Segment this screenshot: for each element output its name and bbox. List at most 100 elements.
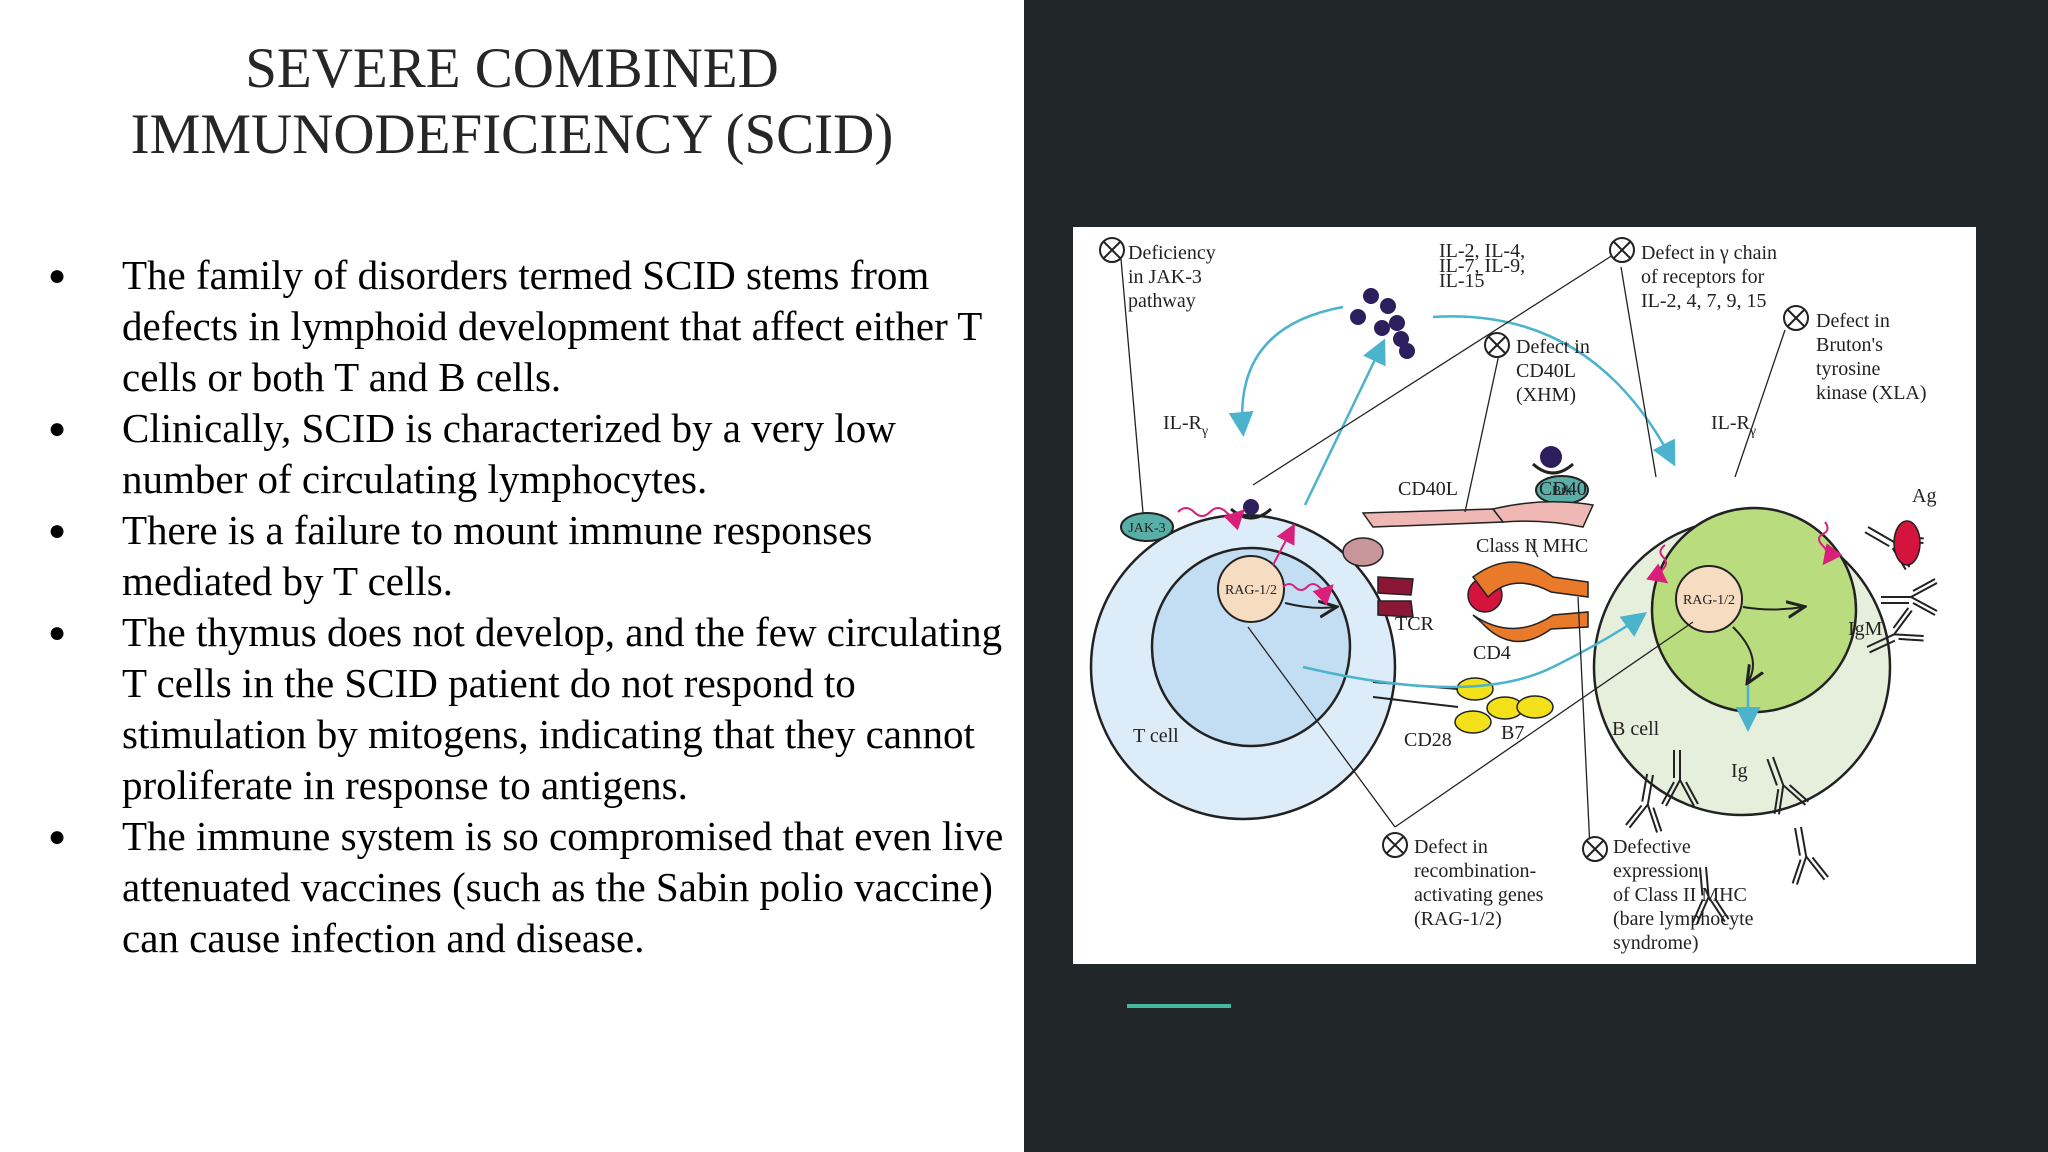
defect-mhc-text: Defective expression of Class II MHC (ba…: [1613, 836, 1754, 954]
defect-jak3-text: Deficiency in JAK-3 pathway: [1128, 242, 1216, 312]
t-cell-rag-circle: [1217, 555, 1285, 623]
tcr-mhc-complex: [1377, 561, 1589, 643]
bullet-text: There is a failure to mount immune respo…: [122, 507, 873, 604]
btk-badge-label: Btk: [1552, 484, 1572, 499]
b-cell-label: B cell: [1612, 718, 1660, 740]
defect-pointer-lines: [1120, 254, 1786, 850]
il-r-right-text: IL-R: [1711, 412, 1751, 434]
defect-text-line: tyrosine: [1816, 358, 1881, 380]
defect-icon: [1382, 832, 1408, 858]
bullet-text: The thymus does not develop, and the few…: [122, 609, 1003, 808]
bullet-item: ● There is a failure to mount immune resp…: [48, 505, 1008, 607]
text-panel: SEVERE COMBINED IMMUNODEFICIENCY (SCID) …: [30, 36, 1008, 964]
jak3-badge-label: JAK-3: [1128, 521, 1165, 536]
defect-text-line: Defective: [1613, 836, 1691, 858]
defect-text-line: recombination-: [1414, 860, 1536, 882]
cytokine-text-line: IL-15: [1439, 270, 1485, 292]
bullet-item: ● The family of disorders termed SCID ste…: [48, 250, 1008, 403]
defect-text-line: syndrome): [1613, 932, 1699, 954]
ig-label: Ig: [1731, 760, 1748, 782]
defect-icon: [1582, 836, 1608, 862]
defect-btk-text: Defect in Bruton's tyrosine kinase (XLA): [1816, 310, 1927, 404]
btk-badge: Btk: [1535, 475, 1589, 505]
defect-cd40l-text: Defect in CD40L (XHM): [1516, 336, 1590, 406]
cytokine-text-line: IL-7, IL-9,: [1439, 255, 1525, 277]
defect-text-line: Bruton's: [1816, 334, 1883, 356]
b-rag-arrow-down: [1732, 626, 1753, 682]
cd40-label: CD40: [1539, 478, 1587, 500]
b-rag-label: RAG-1/2: [1683, 593, 1735, 608]
il-r-left-label: IL-Rγ: [1163, 412, 1208, 439]
antigen-shape: [1893, 520, 1921, 566]
t-cell-nucleus: [1150, 546, 1352, 748]
bullet-text: Clinically, SCID is characterized by a v…: [122, 405, 896, 502]
t-cell-membrane-bulge: [1342, 537, 1384, 567]
wavy-arrows: [1177, 507, 1843, 606]
cd40-shape: [1491, 501, 1595, 528]
b-rag-arrow-right: [1742, 607, 1803, 610]
tcr-label: TCR: [1395, 613, 1435, 635]
il-receptor-right: [1531, 446, 1575, 475]
defect-text-line: Defect in γ chain: [1641, 242, 1777, 264]
defect-text-line: pathway: [1128, 290, 1196, 312]
bullet-text: The immune system is so compromised that…: [122, 813, 1004, 961]
scid-diagram: JAK-3 Btk: [1073, 227, 1976, 964]
defect-text-line: kinase (XLA): [1816, 382, 1927, 404]
cytokine-text-line: IL-2, IL-4,: [1439, 240, 1525, 262]
bullet-item: ● Clinically, SCID is characterized by a …: [48, 403, 1008, 505]
cd4-label: CD4: [1473, 642, 1511, 664]
t-cell-label: T cell: [1133, 725, 1179, 747]
slide-title: SEVERE COMBINED IMMUNODEFICIENCY (SCID): [30, 36, 994, 168]
cd40l-label: CD40L: [1398, 478, 1458, 500]
defect-text-line: CD40L: [1516, 360, 1576, 382]
jak3-badge: JAK-3: [1120, 512, 1174, 542]
signal-arrows: [1228, 305, 1761, 732]
bullet-list: ● The family of disorders termed SCID ste…: [48, 250, 1008, 964]
defect-text-line: of receptors for: [1641, 266, 1765, 288]
defect-text-line: (XHM): [1516, 384, 1576, 406]
il-r-right-sub: γ: [1749, 424, 1756, 439]
accent-underline: [1127, 1004, 1231, 1008]
bullet-icon: ●: [48, 514, 67, 547]
ag-label: Ag: [1912, 485, 1936, 507]
defect-text-line: activating genes: [1414, 884, 1544, 906]
cd40l-shape: [1361, 508, 1505, 528]
defect-text-line: expression: [1613, 860, 1699, 882]
antibody-icon: [1880, 578, 1938, 616]
il-r-left-sub: γ: [1201, 424, 1208, 439]
defect-text-line: (RAG-1/2): [1414, 908, 1502, 930]
b7-ovals: [1454, 677, 1554, 734]
il-r-left-text: IL-R: [1163, 412, 1203, 434]
title-line-1: SEVERE COMBINED: [245, 37, 779, 100]
title-line-2: IMMUNODEFICIENCY (SCID): [130, 103, 894, 166]
b7-label: B7: [1501, 722, 1524, 744]
bullet-icon: ●: [48, 259, 67, 292]
il-r-right-label: IL-Rγ: [1711, 412, 1756, 439]
defect-text-line: Defect in: [1816, 310, 1890, 332]
defect-text-line: Defect in: [1516, 336, 1590, 358]
defect-rag-text: Defect in recombination- activating gene…: [1414, 836, 1544, 930]
b-cell-rag-circle: [1675, 565, 1743, 633]
cd28-label: CD28: [1404, 729, 1452, 751]
defect-text-line: (bare lymphocyte: [1613, 908, 1754, 930]
cytokine-dots: [1350, 288, 1415, 359]
defect-icon: [1484, 332, 1510, 358]
bullet-icon: ●: [48, 820, 67, 853]
bullet-text: The family of disorders termed SCID stem…: [122, 252, 982, 400]
defect-gamma-text: Defect in γ chain of receptors for IL-2,…: [1641, 242, 1777, 312]
igm-label: IgM: [1848, 618, 1883, 640]
t-rag-label: RAG-1/2: [1225, 583, 1277, 598]
defect-text-line: Defect in: [1414, 836, 1488, 858]
bullet-icon: ●: [48, 412, 67, 445]
bullet-icon: ●: [48, 616, 67, 649]
bullet-item: ● The immune system is so compromised tha…: [48, 811, 1008, 964]
cytokine-label: IL-2, IL-4, IL-7, IL-9, IL-15: [1439, 240, 1525, 292]
defect-icon: [1099, 237, 1125, 263]
defect-text-line: of Class II MHC: [1613, 884, 1747, 906]
defect-icon: [1609, 237, 1635, 263]
defect-icon: [1783, 305, 1809, 331]
class2-mhc-label: Class II MHC: [1476, 535, 1588, 557]
antibody-icon: [1782, 822, 1830, 887]
bullet-item: ● The thymus does not develop, and the fe…: [48, 607, 1008, 811]
defect-text-line: IL-2, 4, 7, 9, 15: [1641, 290, 1767, 312]
